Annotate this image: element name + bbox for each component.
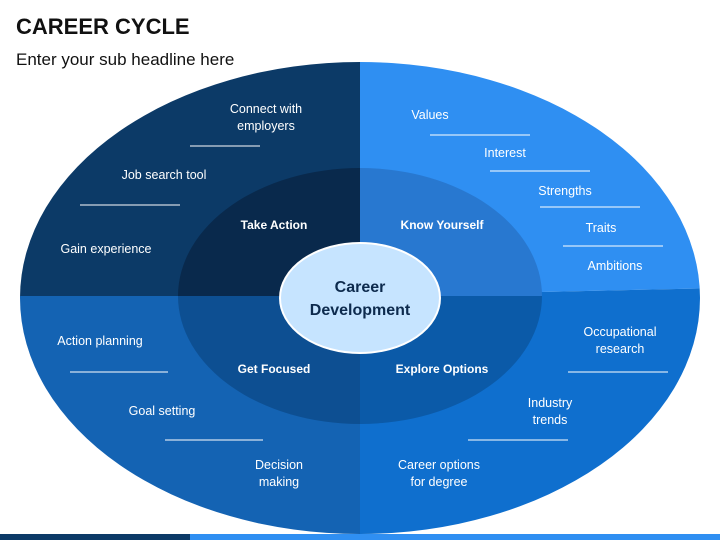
svg-text:Gain experience: Gain experience <box>60 242 151 256</box>
svg-text:for degree: for degree <box>411 475 468 489</box>
page-title: CAREER CYCLE <box>16 14 190 39</box>
list-item: Traits <box>563 221 663 247</box>
center-circle <box>279 242 441 354</box>
list-item: Decision making <box>255 458 303 489</box>
svg-text:Action planning: Action planning <box>57 334 143 348</box>
svg-text:Ambitions: Ambitions <box>588 259 643 273</box>
list-item: Ambitions <box>588 259 643 273</box>
list-item: Interest <box>484 146 590 172</box>
inner-label-take-action: Take Action <box>241 218 308 232</box>
footer-bar-light <box>190 534 720 540</box>
list-item: Occupational research <box>568 325 668 373</box>
svg-text:Traits: Traits <box>586 221 617 235</box>
list-item: Connect with employers <box>190 102 302 147</box>
list-item: Goal setting <box>129 404 263 441</box>
list-item: Action planning <box>57 334 168 373</box>
svg-text:Career options: Career options <box>398 458 480 472</box>
list-item: Job search tool <box>80 168 207 206</box>
svg-text:employers: employers <box>237 119 295 133</box>
footer-bar-dark <box>0 534 190 540</box>
svg-text:Decision: Decision <box>255 458 303 472</box>
svg-text:Job search tool: Job search tool <box>122 168 207 182</box>
svg-text:Values: Values <box>411 108 448 122</box>
svg-text:research: research <box>596 342 645 356</box>
svg-text:Occupational: Occupational <box>584 325 657 339</box>
svg-text:Strengths: Strengths <box>538 184 592 198</box>
svg-text:Interest: Interest <box>484 146 526 160</box>
svg-text:making: making <box>259 475 299 489</box>
list-item: Strengths <box>538 184 640 208</box>
center-label-line2: Development <box>310 302 411 319</box>
svg-text:Industry: Industry <box>528 396 573 410</box>
inner-label-know-yourself: Know Yourself <box>401 218 485 232</box>
list-item: Career options for degree <box>398 458 480 489</box>
list-item: Industry trends <box>468 396 573 441</box>
svg-text:trends: trends <box>533 413 568 427</box>
inner-label-explore-options: Explore Options <box>396 362 489 376</box>
center-label-line1: Career <box>335 279 386 296</box>
page-subtitle: Enter your sub headline here <box>16 50 235 69</box>
list-item: Values <box>411 108 530 136</box>
list-item: Gain experience <box>60 242 151 256</box>
svg-text:Goal setting: Goal setting <box>129 404 196 418</box>
svg-text:Connect with: Connect with <box>230 102 302 116</box>
inner-label-get-focused: Get Focused <box>238 362 311 376</box>
